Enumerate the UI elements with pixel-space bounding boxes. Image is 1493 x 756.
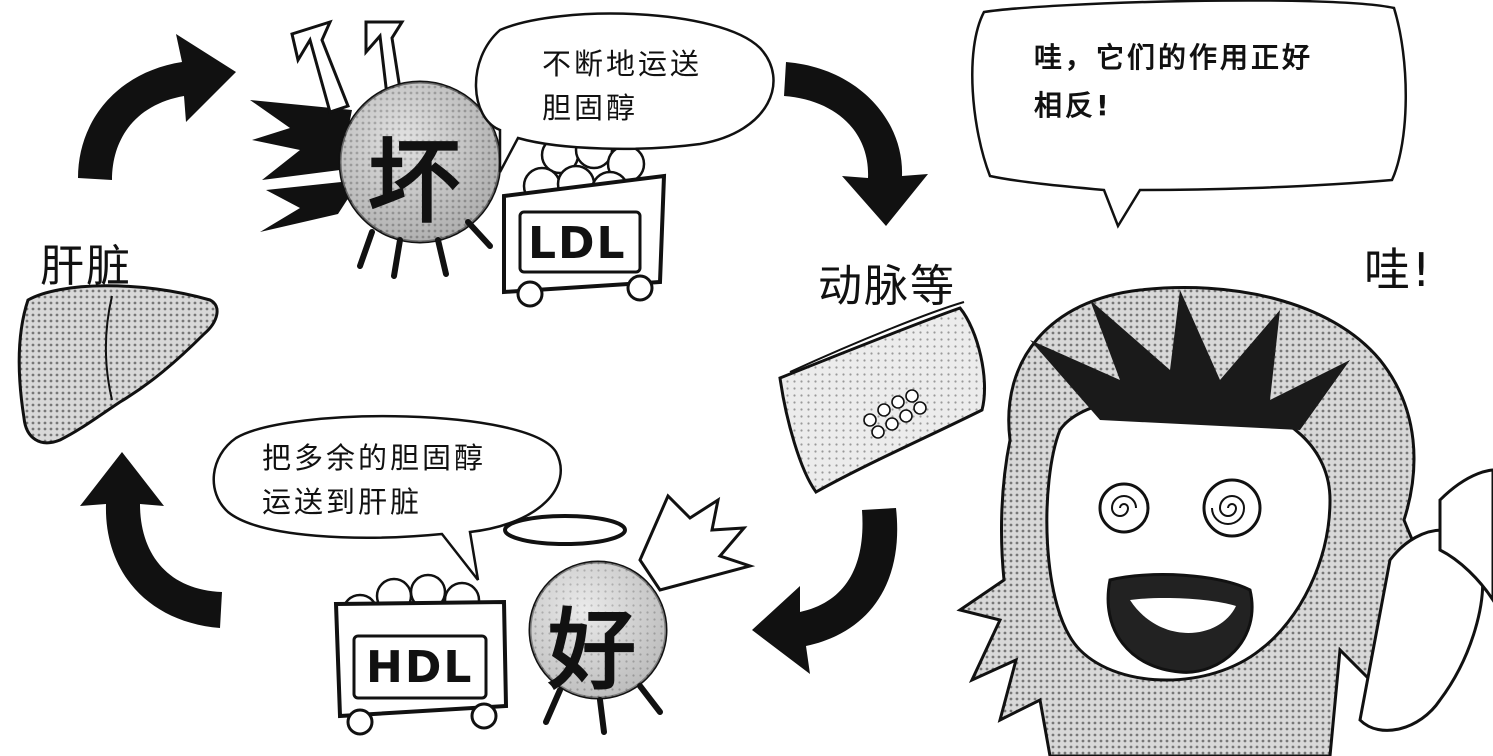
character-speech-bubble bbox=[971, 0, 1407, 229]
artery-illustration bbox=[778, 301, 986, 494]
exclamation-label: 哇! bbox=[1364, 243, 1433, 297]
ldl-tag: LDL bbox=[528, 218, 627, 269]
hdl-cart bbox=[333, 573, 509, 736]
arrow-liver-to-ldl bbox=[78, 34, 236, 180]
surprised-boy-character bbox=[956, 286, 1493, 756]
character-speech-line-1: 哇，它们的作用正好 bbox=[1034, 41, 1314, 74]
ldl-speech-bubble bbox=[474, 12, 775, 173]
liver-label: 肝脏 bbox=[40, 241, 132, 292]
character-speech-line-2: 相反! bbox=[1034, 89, 1112, 122]
hdl-speech-bubble bbox=[212, 415, 562, 581]
ldl-devil-character bbox=[250, 19, 502, 279]
hdl-tag: HDL bbox=[366, 642, 474, 693]
hdl-speech-line-2: 运送到肝脏 bbox=[262, 485, 423, 519]
ldl-speech-line-1: 不断地运送 bbox=[542, 47, 703, 81]
hdl-angel-character bbox=[503, 493, 756, 735]
ldl-cart bbox=[502, 130, 667, 308]
hdl-speech-line-1: 把多余的胆固醇 bbox=[262, 441, 487, 475]
arrow-ldl-to-artery bbox=[784, 62, 928, 226]
hdl-face-char: 好 bbox=[548, 599, 637, 702]
artery-label: 动脉等 bbox=[818, 261, 956, 312]
arrow-hdl-to-liver bbox=[80, 452, 222, 628]
arrow-artery-to-hdl bbox=[752, 508, 898, 674]
ldl-face-char: 坏 bbox=[368, 129, 461, 236]
liver-illustration bbox=[17, 284, 219, 445]
ldl-speech-line-2: 胆固醇 bbox=[542, 91, 639, 125]
